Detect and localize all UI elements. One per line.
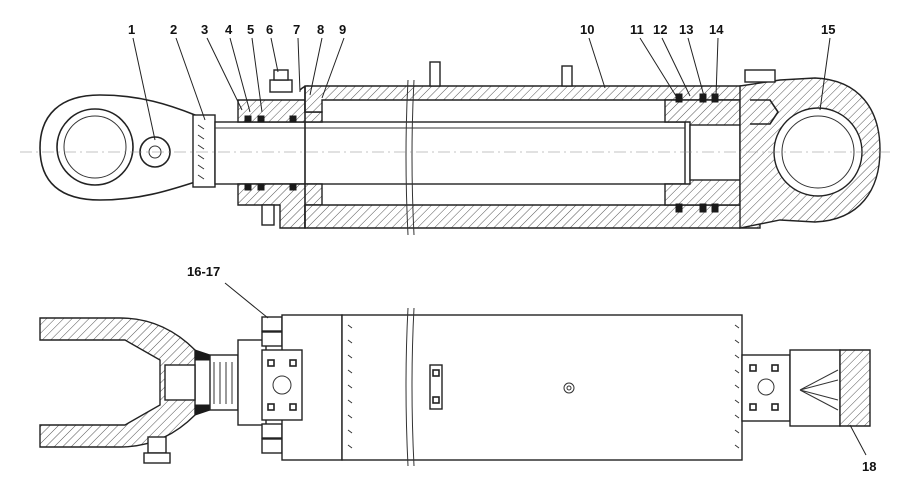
barrel-external	[341, 307, 743, 467]
callout-7: 7	[293, 22, 300, 37]
callout-12: 12	[653, 22, 667, 37]
callout-11: 11	[630, 22, 644, 37]
callout-9: 9	[339, 22, 346, 37]
callout-2: 2	[170, 22, 177, 37]
rod-eye	[39, 94, 216, 201]
piston-rod	[214, 121, 686, 185]
callout-labels: 1 2 3 4 5 6 7 8 9 10 11 12 13 14 15 16-1…	[128, 22, 876, 474]
callout-3: 3	[201, 22, 208, 37]
callout-18: 18	[862, 459, 876, 474]
callout-leaders-top	[132, 37, 831, 141]
callout-10: 10	[580, 22, 594, 37]
rear-block	[741, 349, 871, 456]
external-view	[39, 282, 871, 467]
gland-head	[237, 69, 323, 229]
clevis-fork	[39, 317, 239, 464]
cylinder-tube	[304, 61, 761, 236]
callout-16-17: 16-17	[187, 264, 220, 279]
callout-8: 8	[317, 22, 324, 37]
callout-6: 6	[266, 22, 273, 37]
head-flange	[224, 282, 343, 461]
piston	[664, 93, 741, 213]
callout-5: 5	[247, 22, 254, 37]
callout-14: 14	[709, 22, 724, 37]
callout-4: 4	[225, 22, 233, 37]
sectional-view	[20, 61, 890, 236]
callout-13: 13	[679, 22, 693, 37]
callout-15: 15	[821, 22, 835, 37]
callout-1: 1	[128, 22, 135, 37]
head-end-eye	[739, 69, 881, 229]
